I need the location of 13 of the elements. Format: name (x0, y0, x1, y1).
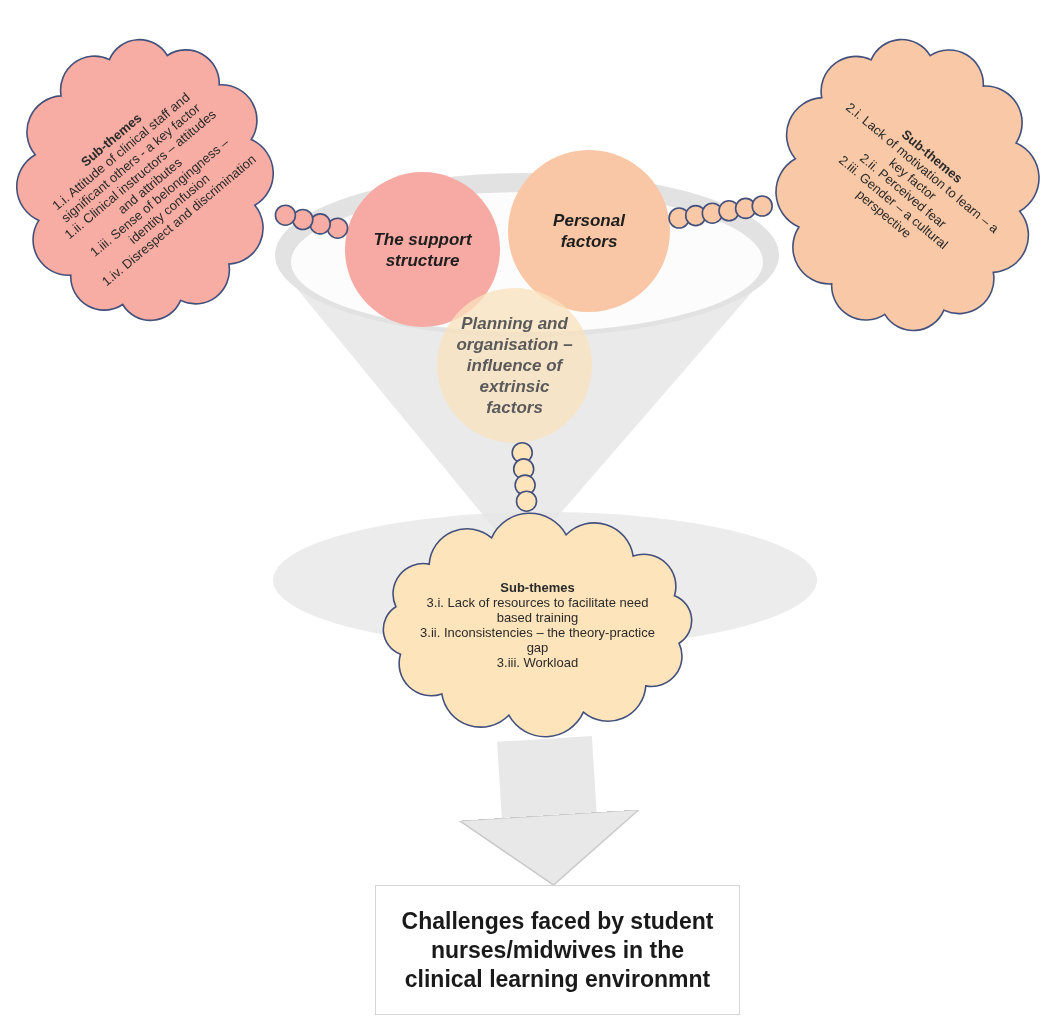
thought-bubbles (511, 442, 538, 512)
sub-theme-text: 3.i. Lack of resources to facilitate need based training (425, 595, 650, 625)
block-arrow (458, 736, 640, 886)
theme-label: Planning and organisation – influence of extrinsic factors (455, 313, 574, 418)
outcome-box (375, 885, 740, 1015)
sub-theme-text: 3.ii. Inconsistencies – the theory-practice gap (419, 625, 656, 655)
outcome-text: Challenges faced by student nurses/midwives in the clinical learning environmnt (400, 906, 715, 994)
thought-bubbles (668, 195, 773, 229)
theme-label: Personal factors (552, 210, 627, 252)
cloud-heading: Sub-themes (499, 580, 576, 595)
sub-theme-text: 3.iii. Workload (495, 655, 580, 670)
thought-bubbles (274, 204, 349, 239)
theme-label: The support structure (372, 228, 473, 271)
